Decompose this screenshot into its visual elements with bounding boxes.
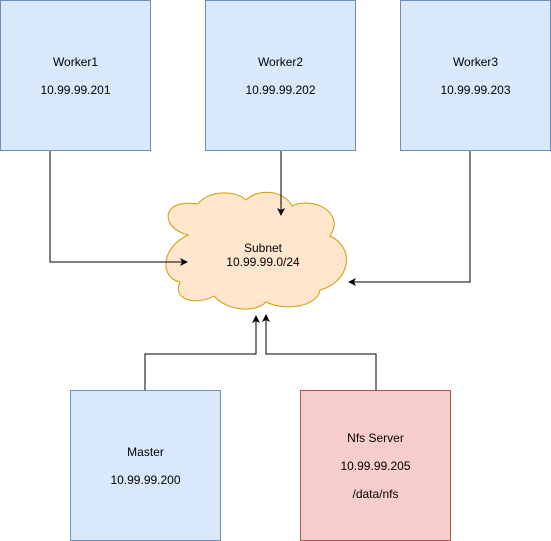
subnet-cidr: 10.99.99.0/24 xyxy=(226,255,300,269)
node-master-ip: 10.99.99.200 xyxy=(110,472,181,487)
node-worker3-ip: 10.99.99.203 xyxy=(440,82,511,97)
node-worker3-name: Worker3 xyxy=(452,54,499,69)
node-master-name: Master xyxy=(127,444,164,459)
node-worker1-name: Worker1 xyxy=(52,54,99,69)
edge-worker3-subnet xyxy=(348,151,471,286)
node-nfs-name: Nfs Server xyxy=(347,430,404,445)
subnet-name: Subnet xyxy=(243,241,283,255)
node-master[interactable]: Master 10.99.99.200 xyxy=(70,390,221,541)
edge-master-subnet xyxy=(144,315,260,390)
node-worker1[interactable]: Worker1 10.99.99.201 xyxy=(0,0,151,151)
node-worker2[interactable]: Worker2 10.99.99.202 xyxy=(205,0,356,151)
edge-nfs-subnet xyxy=(262,314,377,390)
node-nfs-server[interactable]: Nfs Server 10.99.99.205 /data/nfs xyxy=(300,390,451,541)
subnet-cloud-shape[interactable] xyxy=(165,191,347,310)
node-worker2-name: Worker2 xyxy=(257,54,304,69)
node-nfs-ip: 10.99.99.205 xyxy=(340,458,411,473)
edge-worker1-subnet xyxy=(49,151,188,266)
node-worker2-ip: 10.99.99.202 xyxy=(245,82,316,97)
node-worker1-ip: 10.99.99.201 xyxy=(40,82,111,97)
node-nfs-path: /data/nfs xyxy=(352,486,399,501)
node-worker3[interactable]: Worker3 10.99.99.203 xyxy=(400,0,551,151)
subnet-label: Subnet 10.99.99.0/24 xyxy=(188,241,338,269)
